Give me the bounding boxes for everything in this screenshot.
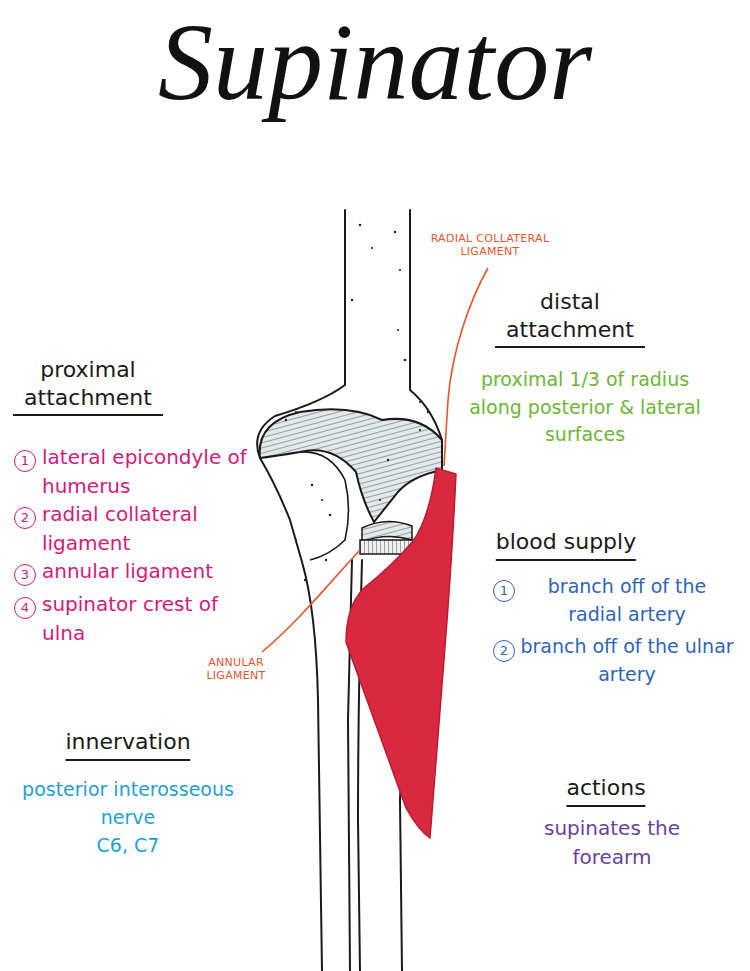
attachment-item: lateral epicondyle of humerus: [42, 443, 257, 501]
section-heading: actions: [566, 774, 645, 807]
page-title: Supinator: [158, 2, 592, 123]
callout-number: 2: [493, 640, 515, 662]
leader-line: [444, 268, 488, 466]
nerve-roots: C6, C7: [97, 832, 160, 860]
articular-cartilage: [260, 409, 442, 522]
structure-label: RADIAL COLLATERAL LIGAMENT: [420, 232, 560, 258]
attachment-item: proximal 1/3 of radius along posterior &…: [458, 366, 713, 449]
supinator-muscle: [346, 468, 456, 838]
radial-head: [362, 521, 412, 542]
structure-label: ANNULAR LIGAMENT: [195, 656, 277, 682]
section-heading: distal attachment: [495, 288, 645, 348]
attachment-item: radial collateral ligament: [42, 500, 257, 558]
trochlear-notch: [300, 452, 349, 560]
callout-number: 2: [14, 507, 36, 529]
stippling: [285, 224, 429, 601]
section-heading: blood supply: [496, 528, 636, 561]
callout-number: 1: [14, 450, 36, 472]
leader-line: [262, 550, 360, 652]
section-heading: proximal attachment: [13, 356, 163, 416]
callout-number: 3: [14, 564, 36, 586]
attachment-item: supinator crest of ulna: [42, 590, 232, 648]
section-heading: innervation: [65, 728, 190, 761]
callout-number: 1: [493, 580, 515, 602]
supply-item: branch off of the radial artery: [518, 573, 736, 628]
callout-number: 4: [14, 597, 36, 619]
nerve-name: posterior interosseous nerve: [21, 776, 236, 831]
supply-item: branch off of the ulnar artery: [518, 633, 736, 688]
attachment-item: annular ligament: [42, 557, 213, 586]
action-item: supinates the forearm: [530, 814, 695, 872]
